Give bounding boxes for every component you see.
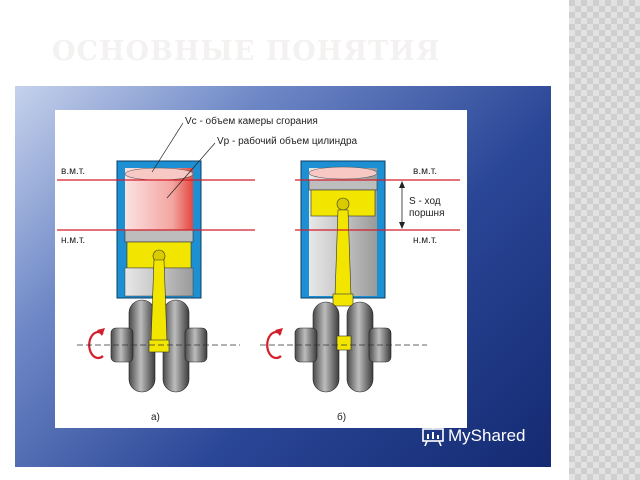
rod-big-end-b — [332, 293, 354, 307]
presentation-board-icon — [422, 426, 444, 446]
label-stroke-line2: поршня — [409, 208, 445, 219]
connecting-rod-a — [150, 259, 168, 343]
engine-b-group — [266, 160, 392, 393]
caption-b: б) — [337, 411, 346, 423]
piston-crown-b — [308, 179, 378, 191]
rotation-arrowhead-a-icon — [97, 328, 105, 336]
label-vc: Vc - объем камеры сгорания — [185, 115, 318, 127]
combustion-chamber-a — [124, 167, 194, 181]
label-stroke-line1: S - ход — [409, 196, 441, 207]
stroke-arrow-top-icon — [399, 181, 405, 188]
crank-pin-b — [336, 335, 352, 351]
rod-big-end-a — [148, 339, 170, 353]
engine-cylinder-diagram: Vc - объем камеры сгорания Vp - рабочий … — [55, 110, 467, 428]
decorative-pattern-strip — [569, 0, 640, 480]
leader-line-vp — [166, 142, 216, 199]
label-bdc-left: н.м.т. — [61, 235, 85, 246]
engine-a-group — [88, 160, 208, 393]
rotation-arrow-b-icon — [266, 330, 282, 360]
connecting-rod-b — [334, 209, 352, 297]
label-tdc-left: в.м.т. — [61, 166, 85, 177]
stroke-arrow-bottom-icon — [399, 222, 405, 229]
watermark-text: MyShared — [448, 426, 526, 445]
combustion-chamber-b — [308, 166, 378, 180]
label-tdc-right: в.м.т. — [413, 166, 437, 177]
label-bdc-right: н.м.т. — [413, 235, 437, 246]
leader-line-vc — [151, 122, 184, 173]
label-vp: Vp - рабочий объем цилиндра — [217, 135, 358, 147]
watermark: MyShared — [422, 426, 525, 446]
caption-a: а) — [151, 412, 160, 423]
wrist-pin-b — [336, 197, 350, 211]
rotation-arrowhead-b-icon — [275, 328, 283, 336]
slide-title: ОСНОВНЫЕ ПОНЯТИЯ — [52, 36, 441, 67]
piston-rings-a — [124, 229, 194, 243]
